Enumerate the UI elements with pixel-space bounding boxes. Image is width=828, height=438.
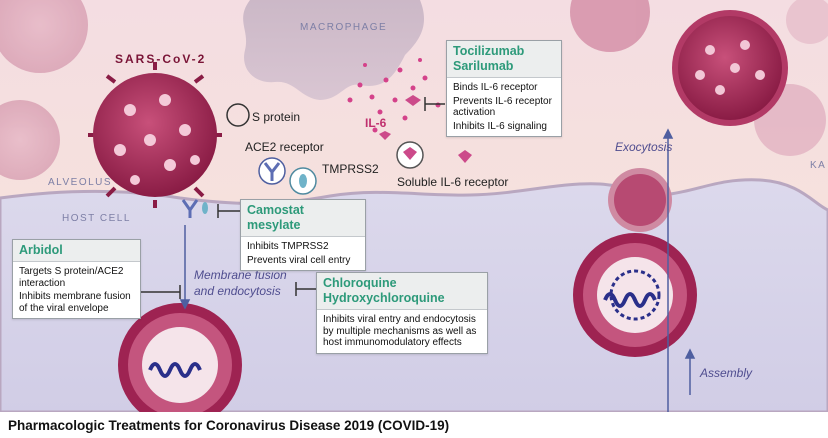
background-virus-left xyxy=(0,0,88,180)
chloroquine-title: Chloroquine Hydroxychloroquine xyxy=(317,273,487,310)
il6-receptor-icons xyxy=(379,95,472,163)
tocilizumab-body: Binds IL-6 receptor Prevents IL-6 recept… xyxy=(453,82,552,132)
membrane-receptors xyxy=(181,199,208,218)
alveolus-label: ALVEOLUS xyxy=(48,177,113,188)
arbidol-box: Arbidol Targets S protein/ACE2 interacti… xyxy=(12,239,141,319)
exocytosis-arrow xyxy=(662,128,674,412)
exocytosis-label: Exocytosis xyxy=(615,140,673,154)
soluble-il6-label: Soluble IL-6 receptor xyxy=(397,175,509,189)
chloroquine-box: Chloroquine Hydroxychloroquine Inhibits … xyxy=(316,272,488,354)
tocilizumab-box: Tocilizumab Sarilumab Binds IL-6 recepto… xyxy=(446,40,562,137)
camostat-box: Camostat mesylate Inhibits TMPRSS2 Preve… xyxy=(240,199,366,271)
budding-virus xyxy=(608,168,672,232)
camostat-title: Camostat mesylate xyxy=(241,200,365,237)
tmprss2-label: TMPRSS2 xyxy=(322,162,379,176)
soluble-il6-receptor-icon xyxy=(396,141,424,169)
host-cell-label: HOST CELL xyxy=(62,213,131,224)
s-protein-label: S protein xyxy=(252,110,301,124)
s-protein-callout xyxy=(226,103,250,127)
assembly-arrow xyxy=(684,348,696,395)
sars-cov-2-label: SARS-CoV-2 xyxy=(115,52,207,66)
tocilizumab-title: Tocilizumab Sarilumab xyxy=(447,41,561,78)
arbidol-title: Arbidol xyxy=(13,240,140,262)
ka-label: KA xyxy=(810,160,827,171)
virus-endocytosed xyxy=(118,303,242,412)
chloroquine-body: Inhibits viral entry and endocytosis by … xyxy=(323,314,477,348)
diagram-stage: MACROPHAGE SARS-CoV-2 S protein ACE2 rec… xyxy=(0,0,828,412)
tmprss2-icon xyxy=(289,167,317,195)
caption-text: Pharmacologic Treatments for Coronavirus… xyxy=(8,418,450,433)
figure-caption: Pharmacologic Treatments for Coronavirus… xyxy=(0,412,828,438)
membrane-fusion-label-2: and endocytosis xyxy=(194,284,281,298)
entry-arrow xyxy=(179,225,191,310)
il6-label: IL-6 xyxy=(365,116,387,130)
macrophage-cell xyxy=(243,0,425,100)
ace2-receptor-icon xyxy=(258,157,286,185)
arbidol-body: Targets S protein/ACE2 interaction Inhib… xyxy=(19,266,131,314)
virus-assembly xyxy=(573,233,697,357)
ace2-receptor-label: ACE2 receptor xyxy=(245,140,324,154)
virus-exocytosis xyxy=(672,10,788,126)
assembly-label: Assembly xyxy=(700,366,753,380)
membrane-fusion-label-1: Membrane fusion xyxy=(194,268,287,282)
sars-cov-2-virus xyxy=(88,62,222,208)
macrophage-label: MACROPHAGE xyxy=(300,22,388,33)
inhibition-markers xyxy=(140,97,445,299)
camostat-body: Inhibits TMPRSS2 Prevents viral cell ent… xyxy=(247,241,351,266)
